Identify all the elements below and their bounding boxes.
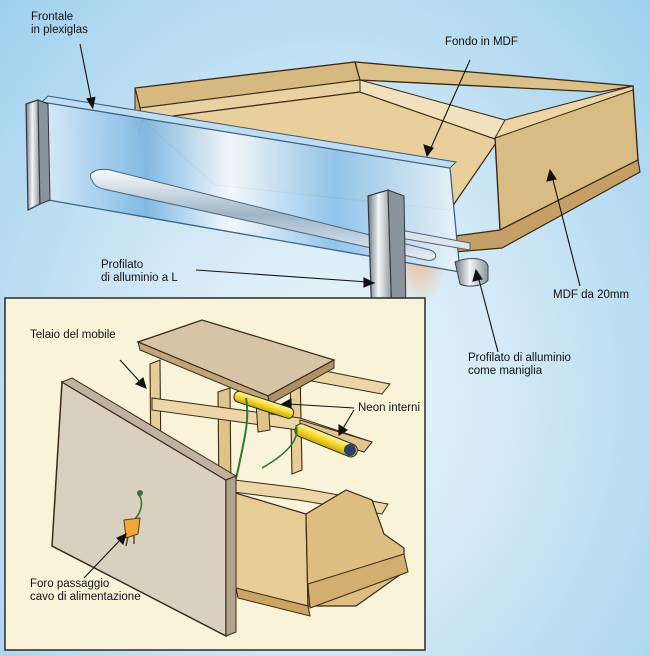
label-frontale: Frontale in plexiglas xyxy=(31,11,88,36)
label-telaio: Telaio del mobile xyxy=(30,329,116,341)
label-profilato-l: Profilato di alluminio a L xyxy=(101,259,178,284)
neon-tube-lower xyxy=(294,423,358,458)
label-maniglia: Profilato di alluminio come maniglia xyxy=(468,352,571,377)
label-foro: Foro passaggio cavo di alimentazione xyxy=(30,578,141,603)
label-neon: Neon interni xyxy=(358,402,421,414)
handle-rod xyxy=(90,169,437,261)
label-fondo-mdf: Fondo in MDF xyxy=(445,36,518,48)
aluminium-handle-end xyxy=(454,258,489,287)
drawer-right-rim xyxy=(354,61,634,93)
label-mdf-20mm: MDF da 20mm xyxy=(553,289,630,301)
neon-tube-upper xyxy=(233,390,295,419)
